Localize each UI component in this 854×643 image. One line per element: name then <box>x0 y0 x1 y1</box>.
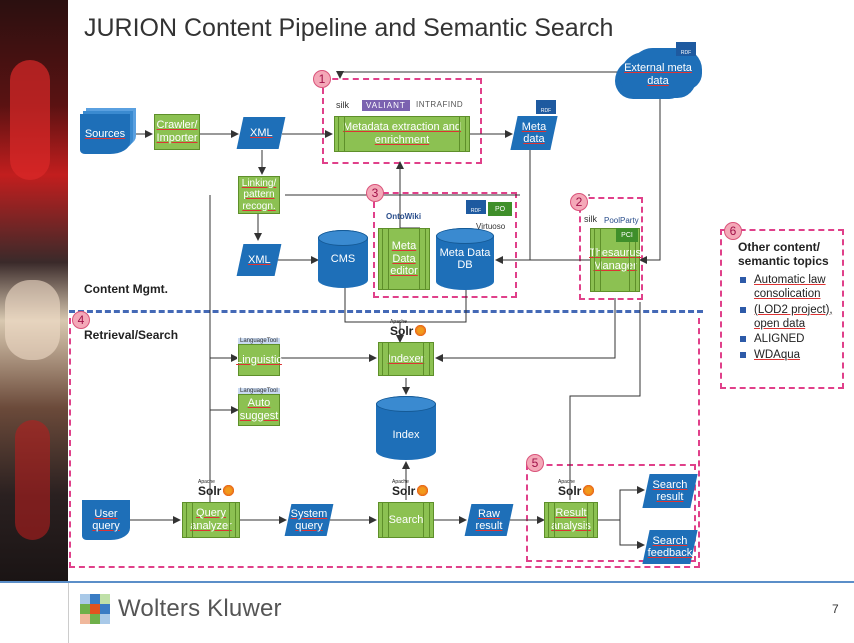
virtuoso-logo: Virtuoso <box>476 222 506 231</box>
valiant-logo: VALIANT <box>362 100 410 111</box>
list-item: ALIGNED <box>738 332 836 346</box>
badge-1: 1 <box>313 70 331 88</box>
poolparty-logo: PoolParty <box>604 216 639 225</box>
indexer-node: Indexer <box>378 342 434 376</box>
wk-logo-text: Wolters Kluwer <box>118 595 282 622</box>
ontowiki-logo: OntoWiki <box>386 212 422 221</box>
sources-node: Sources <box>80 114 130 154</box>
other-topics-list: Other content/ semantic topics Automatic… <box>738 240 836 363</box>
meta-data-editor-node: Meta Data editor <box>378 228 430 290</box>
silk-logo-2: silk <box>584 214 597 224</box>
raw-result-node: Raw result <box>464 504 514 536</box>
external-meta-data-cloud: External meta data <box>620 52 696 98</box>
list-item: WDAqua <box>738 348 836 362</box>
slide-title: JURION Content Pipeline and Semantic Sea… <box>84 14 614 42</box>
user-query-node: User query <box>82 500 130 540</box>
footer-divider <box>68 583 69 643</box>
metadata-extraction-node: Metadata extraction and enrichment <box>334 116 470 152</box>
search-feedback-node: Search feedback <box>642 530 698 564</box>
meta-data-db: Meta Data DB <box>436 228 494 290</box>
list-item: (LOD2 project), open data <box>738 303 836 332</box>
rdf-icon-meta: RDF <box>536 100 556 114</box>
thesaurus-manager-node: Thesaurus Manager <box>589 228 641 292</box>
list-item: Automatic law consolication <box>738 273 836 302</box>
pci-tag: PCI <box>616 228 638 242</box>
rdf-icon-db: RDF <box>466 200 486 214</box>
search-node: Search <box>378 502 434 538</box>
badge-3: 3 <box>366 184 384 202</box>
xml-node-2: XML <box>236 244 282 276</box>
badge-2: 2 <box>570 193 588 211</box>
silk-logo-1: silk <box>336 100 349 110</box>
intrafind-logo: INTRAFIND <box>416 100 464 109</box>
wolters-kluwer-logo: Wolters Kluwer <box>80 594 282 624</box>
meta-data-node: Meta data <box>510 116 558 150</box>
badge-5: 5 <box>526 454 544 472</box>
xml-node-1: XML <box>236 117 286 149</box>
badge-6: 6 <box>724 222 742 240</box>
other-topics-header: Other content/ semantic topics <box>738 240 829 269</box>
search-result-node: Search result <box>642 474 698 508</box>
index-database: Index <box>376 396 436 460</box>
background-photo <box>0 0 68 583</box>
languagetool-tag-1: LanguageTool <box>238 338 280 346</box>
auto-suggest-node: Auto suggest <box>238 394 280 426</box>
linking-pattern-node: Linking/ pattern recogn. <box>238 176 280 214</box>
content-mgmt-label: Content Mgmt. <box>84 282 168 296</box>
slide-number: 7 <box>832 602 839 616</box>
footer-line <box>0 581 854 583</box>
retrieval-search-label: Retrieval/Search <box>84 328 179 342</box>
languagetool-tag-2: LanguageTool <box>238 388 280 396</box>
system-query-node: System query <box>284 504 334 536</box>
linguistic-node: Linguistic <box>236 344 282 376</box>
result-analysis-node: Result analysis <box>544 502 598 538</box>
rdf-icon-cloud: RDF <box>676 42 696 56</box>
cms-database: CMS <box>318 230 368 288</box>
badge-4: 4 <box>72 311 90 329</box>
wk-logo-icon <box>80 594 110 624</box>
query-analyzer-node: Query analyzer <box>182 502 240 538</box>
crawler-importer-node: Crawler/ Importer <box>154 114 200 150</box>
po-tag: PO <box>488 202 512 216</box>
